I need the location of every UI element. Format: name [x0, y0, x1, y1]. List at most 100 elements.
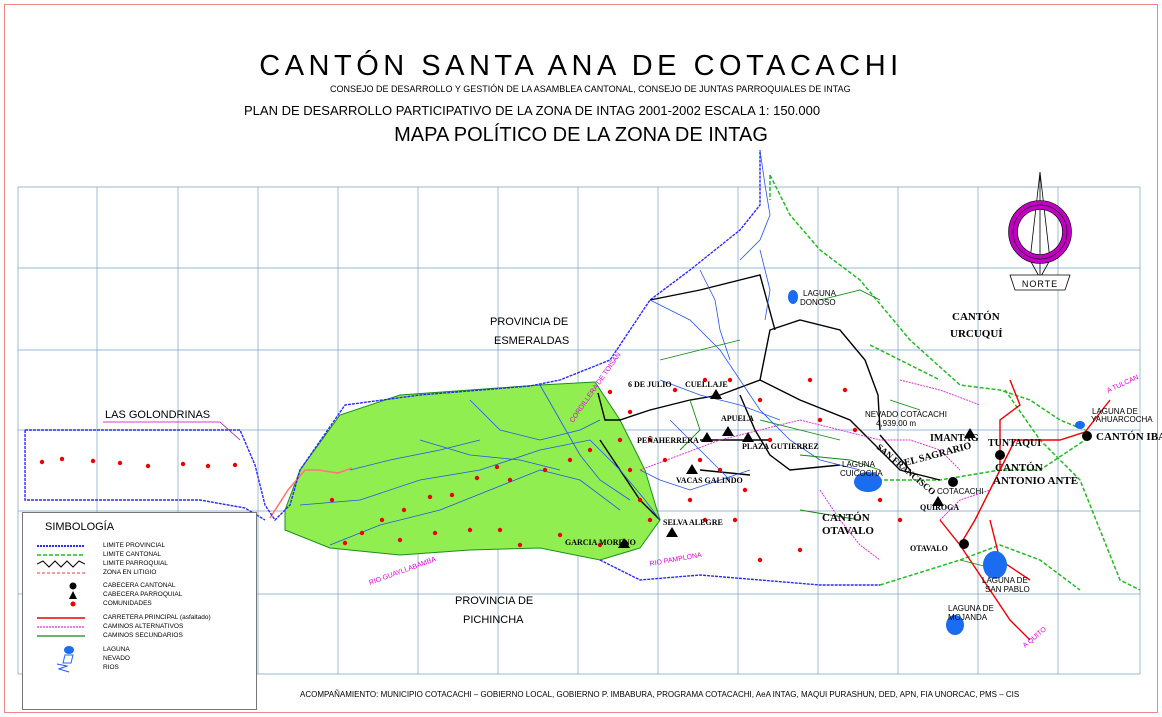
cabecera-antonio-ante — [995, 450, 1005, 460]
legend-item-label: LAGUNA — [103, 646, 130, 653]
cabecera-vacas-galindo — [686, 464, 698, 474]
legend-item-river: RIOS — [37, 663, 252, 673]
map-title: MAPA POLÍTICO DE LA ZONA DE INTAG — [394, 124, 768, 146]
legend-item-label: LIMITE PARROQUIAL — [103, 560, 168, 567]
legend-item-dispute-zone: ZONA EN LITIGIO — [37, 568, 252, 578]
label-prov-pichincha-2: PICHINCHA — [463, 614, 524, 626]
cabecera-ibarra — [1082, 431, 1092, 441]
label-vacas-galindo: VACAS GALINDO — [676, 476, 743, 485]
snow-peak-icon — [37, 654, 85, 664]
laguna-cuicocha — [854, 472, 882, 492]
cabecera-cotacachi — [948, 477, 958, 487]
label-laguna-donoso-2: DONOSO — [800, 298, 836, 307]
label-canton-otavalo-1: CANTÓN — [822, 512, 870, 524]
label-otavalo: OTAVALO — [910, 544, 948, 553]
label-prov-esmeraldas-2: ESMERALDAS — [494, 335, 569, 347]
legend-item-label: LIMITE PROVINCIAL — [103, 542, 166, 549]
label-nevado-1: NEVADO COTACACHI — [865, 410, 947, 419]
main-road — [939, 379, 1111, 641]
legend-item-alternative-road: CAMINOS ALTERNATIVOS — [37, 622, 252, 632]
label-rio-pamplona: RIO PAMPLONA — [649, 552, 703, 568]
legend-title: SIMBOLOGÍA — [45, 521, 115, 533]
legend-item-label: CARRETERA PRINCIPAL (asfaltado) — [103, 614, 211, 621]
laguna-san-pablo — [983, 551, 1007, 579]
label-plaza-gutierrez: PLAZA GUTIERREZ — [742, 442, 819, 451]
dispute-zone-line — [269, 467, 353, 519]
alternative-road-icon — [37, 622, 85, 632]
legend-item-label: CABECERA PARROQUIAL — [103, 591, 183, 598]
label-garcia-moreno: GARCIA MORENO — [565, 538, 636, 547]
legend-box: SIMBOLOGÍA LIMITE PROVINCIAL LIMITE CANTO… — [22, 512, 257, 710]
label-nevado-2: 4,939.00 m — [876, 419, 916, 428]
parish-head-icon — [37, 590, 85, 600]
laguna-yahuarcocha — [1075, 421, 1085, 429]
legend-item-cantonal-head: CABECERA CANTONAL — [37, 581, 252, 591]
main-road-icon — [37, 613, 85, 623]
cabecera-otavalo — [959, 539, 969, 549]
cantonal-head-icon — [37, 581, 85, 591]
label-laguna-donoso-1: LAGUNA — [803, 289, 837, 298]
compass-rose: NORTE — [1008, 171, 1072, 291]
label-a-tulcan: A TULCAN — [1106, 374, 1140, 395]
label-laguna-mojanda-2: MOJANDA — [948, 613, 988, 622]
legend-item-label: COMUNIDADES — [103, 600, 152, 607]
label-laguna-yahuarcocha-1: LAGUNA DE — [1092, 407, 1138, 416]
label-canton-otavalo-2: OTAVALO — [822, 525, 874, 537]
cabecera-cuellaje — [710, 389, 722, 399]
cabecera-apuela — [722, 426, 734, 436]
legend-item-label: NEVADO — [103, 655, 130, 662]
label-seis-de-julio: 6 DE JULIO — [628, 380, 672, 389]
laguna-donoso — [788, 290, 798, 304]
cabecera-quiroga — [932, 496, 944, 506]
cabecera-garcia-moreno — [618, 538, 630, 548]
legend-item-label: CABECERA CANTONAL — [103, 582, 176, 589]
legend-item-label: ZONA EN LITIGIO — [103, 569, 157, 576]
label-canton-urcuqui-2: URCUQUÍ — [950, 328, 1003, 340]
label-prov-esmeraldas-1: PROVINCIA DE — [490, 316, 568, 328]
legend-item-main-road: CARRETERA PRINCIPAL (asfaltado) — [37, 613, 252, 623]
laguna-mojanda — [946, 615, 964, 635]
legend-item-snow-peak: NEVADO — [37, 654, 252, 664]
cabecera-penaherrera — [701, 432, 713, 442]
plan-scale-line: PLAN DE DESARROLLO PARTICIPATIVO DE LA Z… — [244, 103, 821, 118]
label-canton-urcuqui-1: CANTÓN — [952, 311, 1000, 323]
label-las-golondrinas: LAS GOLONDRINAS — [105, 409, 210, 421]
label-cotacachi: COTACACHI — [937, 487, 984, 496]
legend-item-label: CAMINOS ALTERNATIVOS — [103, 623, 184, 630]
provincial-limit-icon — [37, 541, 85, 551]
lagoon-icon — [37, 645, 85, 655]
label-rio-guayllabamba: RIO GUAYLLABAMBA — [368, 556, 437, 587]
cantonal-heads — [948, 431, 1092, 549]
label-penaherrera: PEÑAHERRERA — [637, 436, 699, 445]
label-san-francisco: SAN FRANCISCO — [875, 442, 938, 497]
secondary-road — [659, 289, 1001, 571]
legend-item-label: LIMITE CANTONAL — [103, 551, 162, 558]
parish-heads — [618, 389, 976, 548]
secondary-road-icon — [37, 631, 85, 641]
cabecera-imantag — [964, 428, 976, 438]
map-main-title: CANTÓN SANTA ANA DE COTACACHI — [259, 50, 903, 82]
community-icon — [37, 599, 85, 609]
river-icon — [37, 663, 85, 673]
label-cuellaje: CUELLAJE — [685, 380, 728, 389]
compass-label: NORTE — [1022, 279, 1058, 289]
cantonal-limit-icon — [37, 550, 85, 560]
label-a-quito: A QUITO — [1022, 626, 1049, 650]
label-laguna-mojanda-1: LAGUNA DE — [948, 604, 994, 613]
map-frame — [4, 4, 1158, 713]
label-selva-alegre: SELVA ALEGRE — [663, 518, 723, 527]
cantonal-limit — [769, 174, 1141, 591]
legend-item-community: COMUNIDADES — [37, 599, 252, 609]
label-laguna-san-pablo-1: LAGUNA DE — [982, 576, 1028, 585]
label-canton-ibarra: CANTÓN IBARRA — [1096, 431, 1162, 443]
label-laguna-san-pablo-2: SAN PABLO — [985, 585, 1030, 594]
legend-item-cantonal-limit: LIMITE CANTONAL — [37, 550, 252, 560]
label-canton-antonio-ante-1: CANTÓN — [995, 462, 1043, 474]
label-tuntaqui: TUNTAQUI — [988, 438, 1041, 449]
label-apuela: APUELA — [721, 414, 754, 423]
legend-item-parish-head: CABECERA PARROQUIAL — [37, 590, 252, 600]
legend-item-label: CAMINOS SECUNDARIOS — [103, 632, 183, 639]
label-laguna-cuicocha-2: CUICOCHA — [840, 469, 883, 478]
label-imantag: IMANTAG — [930, 433, 979, 444]
